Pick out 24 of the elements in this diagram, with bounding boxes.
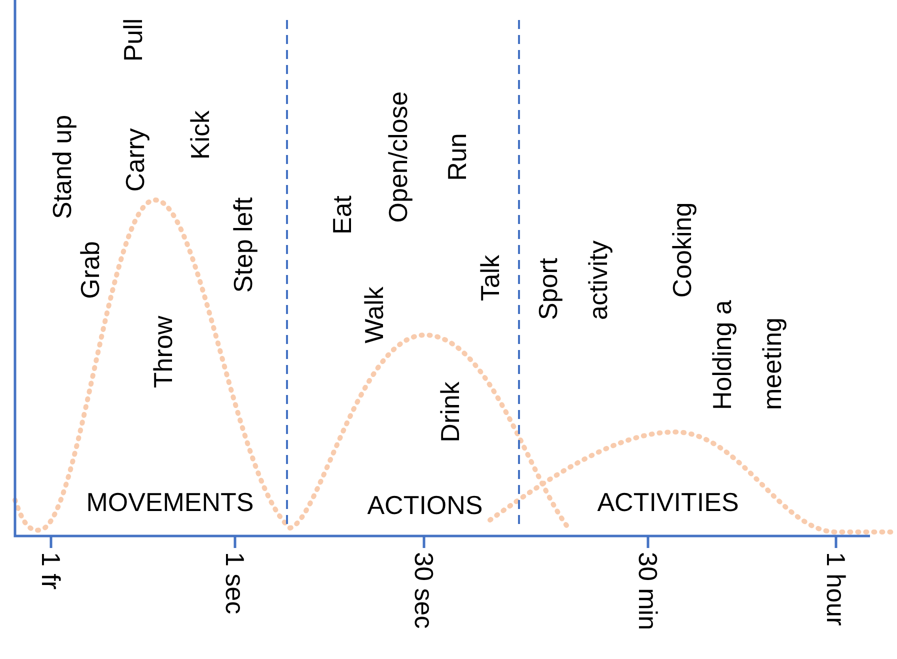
activity-label: Grab — [77, 241, 103, 299]
activity-label: Throw — [150, 316, 176, 388]
tick-label: 1 fr — [38, 552, 64, 590]
activity-label: Pull — [120, 18, 146, 62]
activity-label: Talk — [477, 254, 503, 302]
activity-label: Kick — [187, 110, 213, 160]
category-label: ACTIONS — [367, 492, 483, 518]
category-label: MOVEMENTS — [86, 489, 254, 515]
tick-label: 30 sec — [411, 552, 437, 629]
activity-label: Run — [444, 133, 470, 181]
tick-label: 1 sec — [222, 552, 248, 614]
activity-label: Eat — [329, 195, 355, 235]
tick-label: 1 hour — [823, 552, 849, 626]
activity-label: Sport activity — [532, 240, 614, 320]
activity-label: Open/close — [385, 91, 411, 223]
activity-label: Cooking — [669, 202, 695, 298]
tick-label: 30 min — [635, 552, 661, 630]
activity-label: Stand up — [49, 114, 75, 220]
activity-label: Walk — [361, 286, 387, 344]
activity-label: Holding a meeting — [706, 299, 788, 410]
category-label: ACTIVITIES — [597, 489, 739, 515]
activity-label: Carry — [122, 128, 148, 192]
activity-label: Step left — [230, 197, 256, 293]
activity-label: Drink — [437, 382, 463, 442]
